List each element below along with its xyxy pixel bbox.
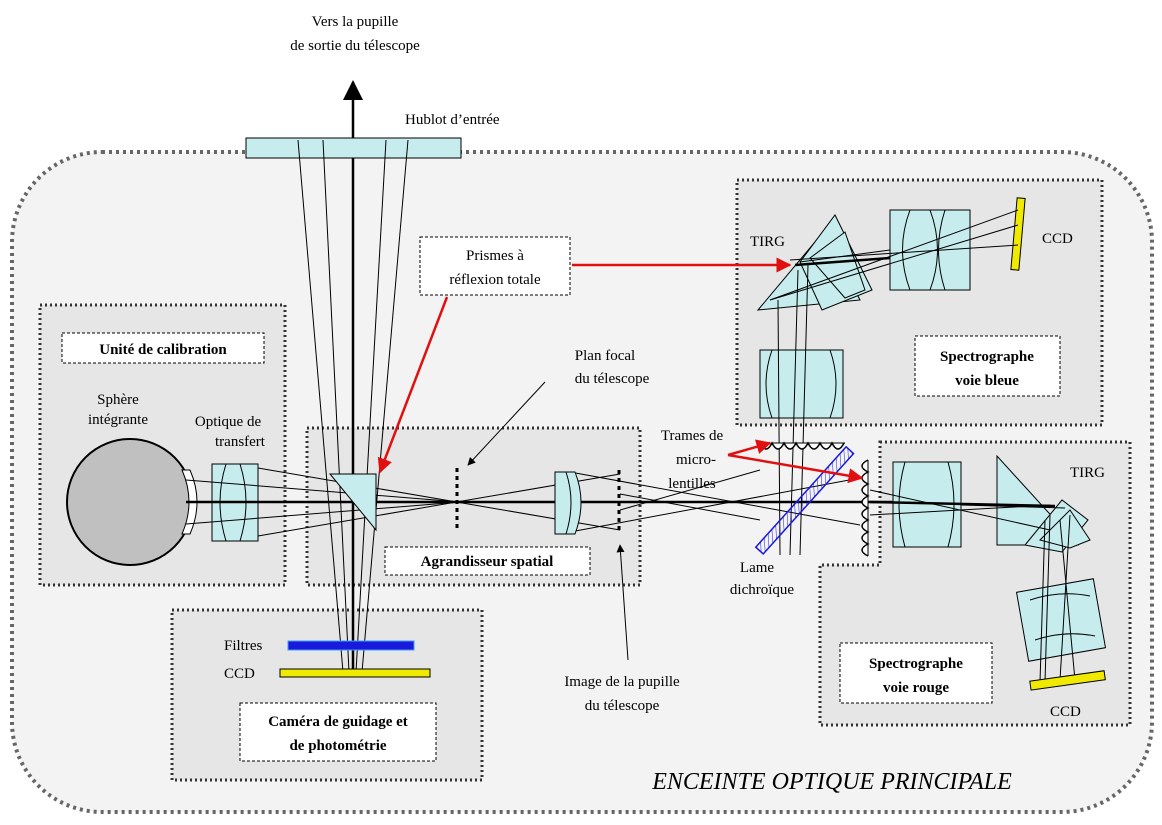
label-dichroic-1: Lame [740,560,774,576]
label-guide-cam-2: de photométrie [289,738,386,754]
microlens-callout-arrow-1 [727,439,772,457]
label-focal-plane-2: du télescope [575,371,650,387]
label-ccd-red: CCD [1050,704,1081,720]
pupil-image-callout [616,544,629,661]
label-microlens-3: lentilles [668,476,716,492]
label-prisms-2: réflexion totale [449,272,541,288]
label-spectro-red-2: voie rouge [883,680,949,696]
focal-plane-callout [467,381,546,466]
label-transfer-2: transfert [215,434,266,450]
blue-camera-lens [889,209,971,291]
label-tirg-red: TIRG [1070,465,1105,481]
label-sphere-2: intégrante [88,412,148,428]
label-spatial-enlarger: Agrandisseur spatial [421,554,554,570]
label-spectro-red-1: Spectrographe [869,656,963,672]
label-guide-cam-1: Caméra de guidage et [268,714,408,730]
guide-ccd-bar [279,668,431,678]
label-focal-plane-1: Plan focal [575,348,635,364]
label-transfer-1: Optique de [195,414,262,430]
filters-bar [287,640,415,651]
label-pupil-image-1: Image de la pupille [564,674,680,690]
label-sphere-1: Sphère [97,392,139,408]
entrance-window [245,137,462,159]
label-spectro-blue-1: Spectrographe [940,349,1034,365]
red-ccd [1029,670,1106,691]
microlens-array-blue [759,441,845,450]
label-microlens-1: Trames de [661,428,724,444]
label-pupil-image-2: du télescope [585,698,660,714]
label-ccd-guide: CCD [224,666,255,682]
label-prisms-1: Prismes à [466,248,524,264]
blue-collimator-lens [759,349,844,419]
label-telescope-pupil-1: Vers la pupille [312,14,399,30]
blue-ccd [1010,197,1026,271]
label-filters: Filtres [224,638,262,654]
enlarger-lens [554,471,582,535]
vertical-beam [297,139,409,673]
label-spectro-blue-2: voie bleue [955,373,1019,389]
label-telescope-pupil-2: de sortie du télescope [290,38,420,54]
label-dichroic-2: dichroïque [730,582,794,598]
label-calibration-unit: Unité de calibration [99,342,227,358]
label-entrance-window: Hublot d’entrée [405,112,500,128]
microlens-callout-arrow-2 [727,453,864,484]
total-reflection-prism [328,473,377,532]
label-tirg-blue: TIRG [750,234,785,250]
integrating-sphere [66,438,194,566]
label-enclosure: ENCEINTE OPTIQUE PRINCIPALE [651,769,1012,795]
label-ccd-blue: CCD [1042,231,1073,247]
prism-callout-arrow-2 [377,296,449,474]
label-microlens-2: micro- [676,452,716,468]
red-camera-lens [1015,578,1107,662]
